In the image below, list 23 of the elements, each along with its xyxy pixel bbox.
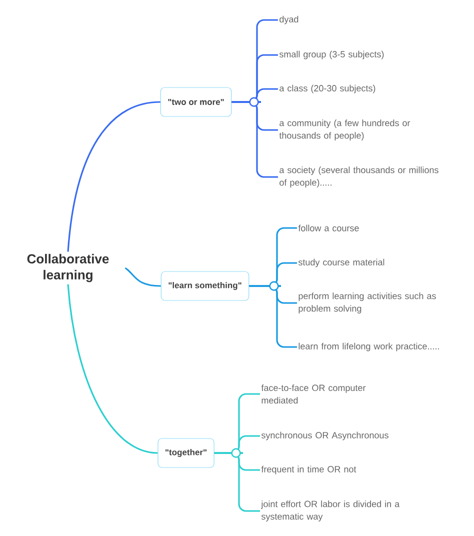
connector	[124, 267, 161, 287]
connector	[67, 284, 158, 454]
topic-label: Collaborative learning	[27, 254, 109, 282]
leaf-label: perform learning activities such as problem solving	[298, 292, 436, 314]
connector	[232, 101, 278, 178]
connector	[249, 285, 297, 348]
leaf-label: synchronous OR Asynchronous	[261, 432, 388, 440]
leaf-label: a community (a few hundreds or thousands of people)	[279, 120, 410, 140]
leaf-label: dyad	[280, 16, 298, 24]
connector	[67, 101, 160, 252]
leaf-label: follow a course	[298, 224, 359, 232]
leaf-label: study course material	[298, 258, 384, 268]
connector	[214, 452, 260, 512]
leaf-label: face-to-face OR computer mediated	[261, 384, 366, 404]
branch-box: "learn something"	[160, 271, 250, 301]
branch-box: "together"	[158, 438, 214, 468]
branch-box: "two or more"	[160, 87, 232, 117]
leaf-label: a society (several thousands or millions of people).....	[280, 166, 438, 188]
leaf-label: joint effort OR labor is divided in a systematic way	[260, 500, 400, 522]
leaf-label: frequent in time OR not	[261, 466, 356, 474]
leaf-label: learn from lifelong work practice.....	[298, 342, 439, 352]
leaf-label: small group (3-5 subjects)	[279, 50, 384, 60]
leaf-label: a class (20-30 subjects)	[280, 84, 376, 94]
